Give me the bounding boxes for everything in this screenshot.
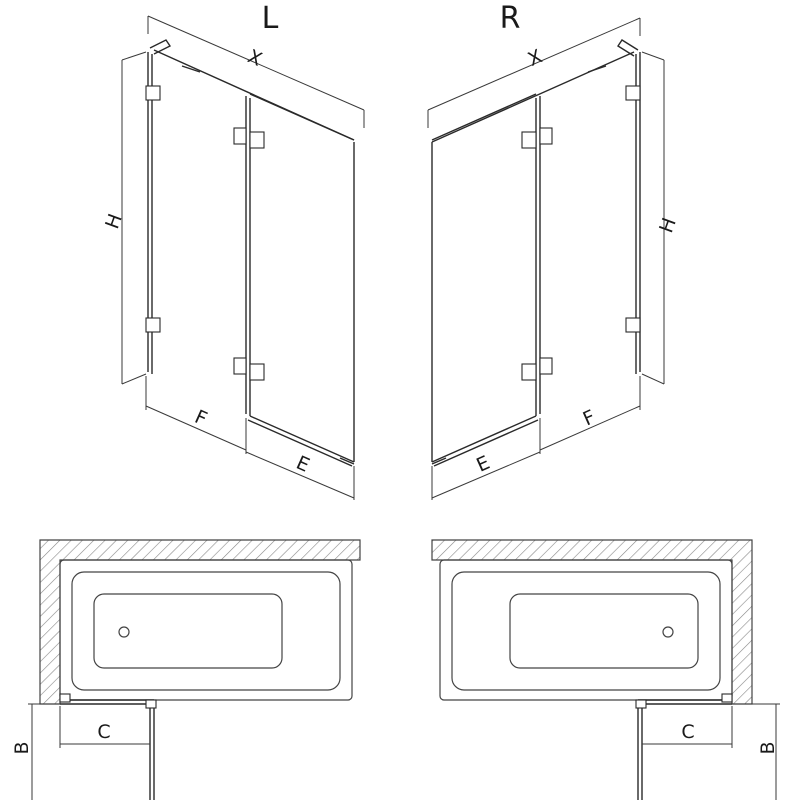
wall-clamp-bottom [145,317,161,333]
dim-line-e-right [431,451,541,499]
dim-label-h-right: H [655,215,681,236]
wall-clamp-bottom [625,317,641,333]
hinge-bottom-b [521,363,537,381]
hinge-top-b [249,131,265,149]
hinge-top-a [233,127,247,145]
right-plan-view: C B [431,539,780,800]
dim-label-f-left: F [191,406,210,431]
left-elevation-view: L X H [101,1,365,500]
bathtub-basin [93,593,283,669]
hinge-top-b [521,131,537,149]
bathtub-outline [439,559,733,701]
dim-label-f-right: F [580,406,599,431]
dim-label-b-right: B [757,741,779,754]
dim-label-c-right: C [681,721,694,743]
door-seal-end [431,457,447,465]
door-seal [433,419,539,467]
hinge-bottom-a [539,357,553,375]
hinge-plan [635,699,647,709]
bar-clamp [181,65,201,73]
dim-label-e-left: E [293,452,313,477]
door-bottom-edge [249,415,355,463]
door-bottom-edge [431,415,537,463]
bathtub-rim [451,571,721,691]
drain-icon [118,626,130,638]
bathtub-outline [59,559,353,701]
wall-clamp-top [625,85,641,101]
top-support-bar [431,51,635,143]
door-seal [247,419,353,467]
right-view-title: R [500,1,521,36]
dim-label-e-right: E [473,452,493,477]
dim-label-b-left: B [11,741,33,754]
dim-line-x-left [147,15,365,111]
dim-tick [121,373,147,385]
wall-bracket [617,39,639,57]
wall-clamp-top [145,85,161,101]
dim-label-c-left: C [97,721,110,743]
hinge-bottom-b [249,363,265,381]
dim-line-f-left [145,405,247,451]
left-view-title: L [262,1,279,36]
door-seal-end [339,457,355,465]
hinge-top-a [539,127,553,145]
wall-hatched [431,539,753,705]
right-elevation-view: R X H [427,1,681,500]
hinge-bottom-a [233,357,247,375]
dim-tick [121,51,147,61]
bathtub-rim [71,571,341,691]
wall-clamp-plan [59,693,71,703]
wall-hatched [39,539,361,705]
wall-bracket [149,39,172,55]
bathtub-basin [509,593,699,669]
hinge-plan [145,699,157,709]
dim-line-f-right [539,405,641,451]
dim-tick [641,51,665,61]
dim-tick [641,373,665,385]
left-plan-view: C B [11,539,361,800]
dim-line-e-left [245,451,355,499]
dim-label-x-left: X [244,45,265,70]
drain-icon [662,626,674,638]
wall-clamp-plan [721,693,733,703]
door-top-edge [249,93,355,141]
bar-clamp [587,65,607,73]
door-top-edge [431,93,537,141]
dim-line-x-right [427,17,641,111]
dim-label-h-left: H [101,211,127,232]
